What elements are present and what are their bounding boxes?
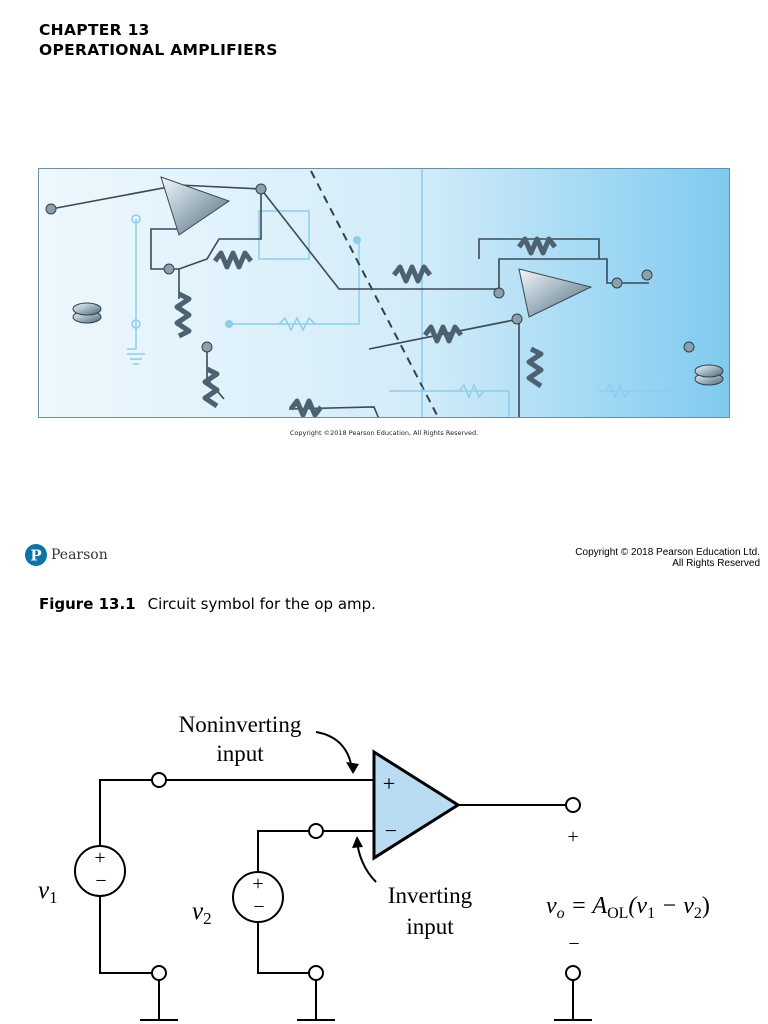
v1-label: v1 — [38, 877, 58, 907]
footer-copyright: Copyright © 2018 Pearson Education Ltd. … — [575, 547, 760, 569]
figure-label: Figure 13.1 — [39, 595, 136, 613]
footer-copyright-line2: All Rights Reserved — [672, 558, 760, 569]
v1-top-wire — [99, 779, 152, 846]
image-copyright: Copyright ©2018 Pearson Education, All R… — [289, 429, 479, 437]
output-voltage-equation: vo = AOL(v1 − v2) — [546, 893, 710, 922]
v1-plus-sign: + — [94, 847, 105, 869]
ground-1 — [140, 980, 178, 1021]
v2-minus-sign: − — [253, 896, 264, 918]
noninverting-arrowhead — [346, 762, 359, 774]
publisher-name: Pearson — [51, 547, 108, 563]
pearson-logo: P Pearson — [25, 544, 108, 566]
op-amp-circuit-diagram: Noninverting input Inverting input + − +… — [38, 712, 710, 1021]
figure-caption-text: Circuit symbol for the op amp. — [147, 595, 376, 613]
output-minus-sign: − — [568, 933, 579, 955]
noninverting-arrow-curve — [315, 731, 353, 771]
ground-2 — [297, 980, 335, 1021]
v2-source — [232, 871, 284, 923]
ground-3 — [554, 980, 592, 1021]
v2-label: v2 — [192, 898, 212, 928]
v1-bottom-wire — [99, 896, 152, 974]
inverting-label-line2: input — [406, 914, 454, 939]
inverting-arrowhead — [352, 836, 363, 848]
figure-caption: Figure 13.1 Circuit symbol for the op amp… — [39, 595, 376, 613]
v2-top-wire — [257, 830, 309, 872]
v1-minus-sign: − — [95, 870, 106, 892]
title-slide: CHAPTER 13 OPERATIONAL AMPLIFIERS — [25, 20, 760, 569]
chapter-title: OPERATIONAL AMPLIFIERS — [39, 41, 278, 59]
noninverting-label-line2: input — [216, 741, 264, 766]
v2-bottom-wire — [257, 922, 309, 974]
chapter-number: CHAPTER 13 — [39, 21, 150, 39]
opamp-minus-sign: − — [385, 818, 397, 843]
noninverting-label-line1: Noninverting — [179, 712, 302, 737]
v1-source — [74, 845, 126, 897]
opamp-plus-sign: + — [383, 771, 395, 796]
inverting-label-line1: Inverting — [388, 883, 473, 908]
output-plus-sign: + — [567, 826, 578, 848]
footer-copyright-line1: Copyright © 2018 Pearson Education Ltd. — [575, 547, 760, 558]
v2-plus-sign: + — [252, 873, 263, 895]
chapter-heading: CHAPTER 13 OPERATIONAL AMPLIFIERS — [39, 20, 278, 60]
circuit-banner-image — [38, 168, 730, 418]
op-amp-triangle — [372, 749, 461, 861]
svg-text:P: P — [30, 547, 41, 565]
pearson-logo-icon: P — [25, 544, 47, 566]
